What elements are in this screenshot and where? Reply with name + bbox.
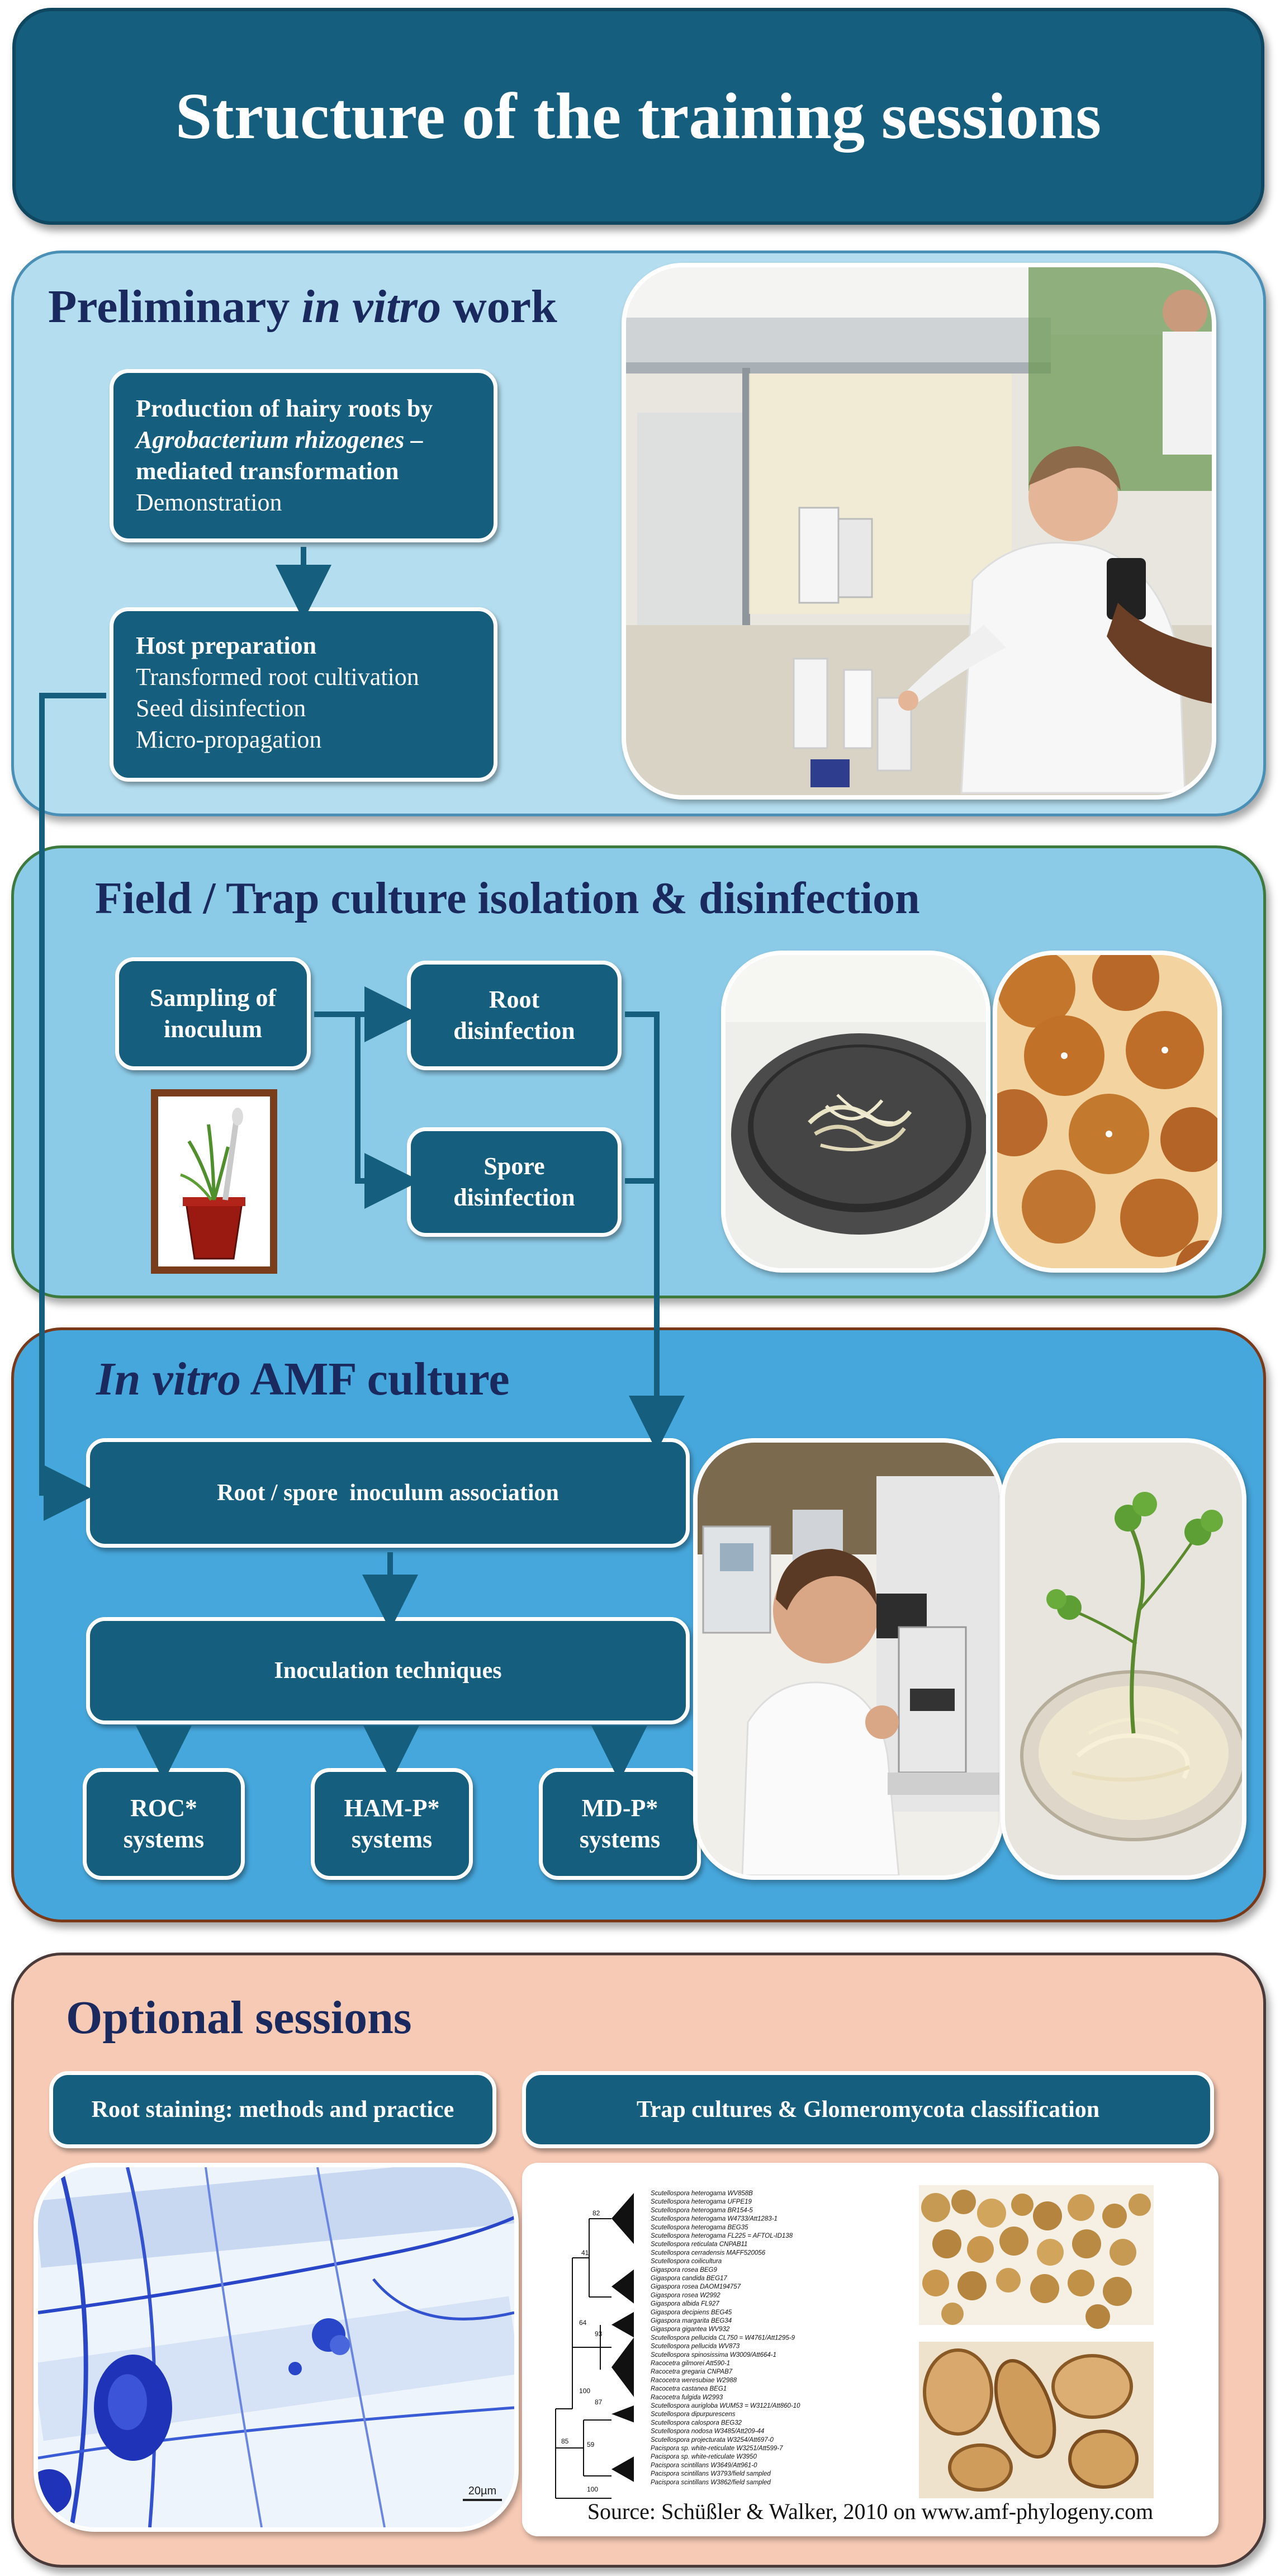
tree-leaf-label: Scutellospora heterogama FL225 = AFTOL-I… xyxy=(651,2233,793,2239)
inoculum-association-box: Root / spore inoculum association xyxy=(86,1438,690,1548)
tree-leaf-label: Racocetra gilmorei Att590-1 xyxy=(651,2360,730,2367)
tree-support-value: 87 xyxy=(595,2398,603,2406)
tree-leaf-label: Scutellospora aurigloba WUM53 = W3121/At… xyxy=(651,2403,800,2409)
tree-leaf-label: Racocetra castanea BEG1 xyxy=(651,2386,727,2393)
root-staining-box: Root staining: methods and practice xyxy=(49,2071,496,2148)
host-preparation-item: Transformed root cultivation xyxy=(136,663,419,691)
tree-leaf-label: Scutellospora coilicultura xyxy=(651,2258,722,2265)
tree-leaf-label: Scutellospora nodosa W3485/Att209-44 xyxy=(651,2428,764,2435)
section-preliminary-title: Preliminary in vitro work xyxy=(48,281,557,333)
tree-leaf-label: Scutellospora calospora BEG32 xyxy=(651,2419,742,2426)
arrow-host-to-association xyxy=(39,693,106,1521)
hairy-roots-line4: Demonstration xyxy=(136,489,282,516)
roots-petri-photo xyxy=(721,951,990,1273)
tree-support-value: 100 xyxy=(587,2485,598,2493)
section-field-title: Field / Trap culture isolation & disinfe… xyxy=(95,874,920,923)
tree-leaf-label: Gigaspora gigantea WV932 xyxy=(651,2326,730,2333)
spore-micrographs xyxy=(919,2185,1154,2498)
tree-support-value: 59 xyxy=(587,2441,595,2449)
tree-leaf-label: Gigaspora rosea W2992 xyxy=(651,2292,720,2299)
tree-leaf-label: Pacispora sp. white-reticulate W3950 xyxy=(651,2454,757,2460)
host-preparation-heading: Host preparation xyxy=(136,632,317,659)
tree-leaf-label: Racocetra fulgida W2993 xyxy=(651,2394,723,2401)
tree-leaf-label: Scutellospora pellucida WV873 xyxy=(651,2343,740,2350)
tree-leaf-label: Scutellospora reticulata CNPAB11 xyxy=(651,2241,747,2248)
tree-support-value: 64 xyxy=(579,2319,587,2327)
arrow-sampling-to-spore xyxy=(314,1012,420,1209)
phylogeny-source: Source: Schüßler & Walker, 2010 on www.a… xyxy=(587,2499,1154,2524)
tree-support-value: 85 xyxy=(561,2437,569,2445)
tree-leaf-label: Scutellospora heterogama W4733/Att1283-1 xyxy=(651,2216,778,2223)
tree-leaf-label: Scutellospora dipurpurescens xyxy=(651,2411,736,2418)
tree-leaf-label: Gigaspora decipiens BEG45 xyxy=(651,2309,732,2316)
phylogeny-panel: Scutellospora heterogama WV858B Scutellos… xyxy=(522,2163,1219,2536)
tree-leaf-label: Racocetra gregaria CNPAB7 xyxy=(651,2369,733,2375)
phylogeny-tree: Scutellospora heterogama WV858B Scutellos… xyxy=(555,2190,800,2499)
sampling-inoculum-box: Sampling of inoculum xyxy=(115,957,311,1070)
md-p-systems-box: MD-P* systems xyxy=(539,1768,701,1880)
host-preparation-item: Micro-propagation xyxy=(136,726,322,753)
host-preparation-box: Host preparation Transformed root cultiv… xyxy=(110,607,497,782)
tree-leaf-label: Pacispora sp. white-reticulate W3251/Att… xyxy=(651,2445,783,2452)
tree-leaf-label: Gigaspora albida FL927 xyxy=(651,2301,719,2308)
scale-bar-line xyxy=(463,2499,502,2501)
tree-leaf-label: Scutellospora cerradensis MAFF520056 xyxy=(651,2249,766,2256)
scale-bar: 20µm xyxy=(463,2485,502,2502)
tree-leaf-label: Scutellospora heterogama BR154-5 xyxy=(651,2207,753,2214)
tree-leaf-label: Scutellospora projecturata W3254/Att697-… xyxy=(651,2437,774,2443)
tree-clade-triangle xyxy=(611,2269,634,2304)
tree-leaf-label: Gigaspora candida BEG17 xyxy=(651,2275,727,2282)
spores-photo xyxy=(993,951,1222,1273)
tree-leaf-label: Scutellospora heterogama BEG35 xyxy=(651,2224,748,2231)
tree-support-value: 100 xyxy=(579,2387,590,2395)
microscope-photo xyxy=(693,1438,1004,1880)
tree-leaf-label: Pacispora scintillans W3862/field sample… xyxy=(651,2479,771,2486)
host-preparation-item: Seed disinfection xyxy=(136,694,306,722)
tree-leaf-label: Scutellospora spinosissima W3009/Att664-… xyxy=(651,2352,776,2358)
seedling-petri-photo xyxy=(1001,1438,1246,1880)
root-disinfection-box: Root disinfection xyxy=(407,961,622,1070)
arrow-root-to-association xyxy=(625,1012,685,1452)
potted-plant-icon xyxy=(151,1089,277,1274)
section-in-vitro-title: In vitro AMF culture xyxy=(96,1353,510,1405)
tree-clade-triangle xyxy=(611,2337,634,2397)
tree-support-value: 82 xyxy=(592,2209,600,2217)
tree-leaf-label: Gigaspora margarita BEG34 xyxy=(651,2318,732,2324)
page-title: Structure of the training sessions xyxy=(175,79,1102,153)
section-optional-title: Optional sessions xyxy=(66,1992,412,2044)
ham-p-systems-box: HAM-P* systems xyxy=(311,1768,473,1880)
tree-clade-triangle xyxy=(611,2456,634,2482)
tree-clade-triangle xyxy=(611,2312,634,2338)
lab-photo xyxy=(622,263,1216,800)
lab-scene xyxy=(626,267,1212,795)
tree-clade-triangle xyxy=(611,2193,634,2244)
stained-root-photo: 20µm xyxy=(34,2163,519,2532)
tree-leaf-label: Scutellospora heterogama WV858B xyxy=(651,2190,753,2197)
hairy-roots-box: Production of hairy roots by Agrobacteri… xyxy=(110,369,497,542)
tree-leaf-label: Scutellospora pellucida CL750 = W4761/At… xyxy=(651,2334,795,2341)
tree-leaf-label: Racocetra weresubiae W2988 xyxy=(651,2377,737,2384)
hairy-roots-line1: Production of hairy roots by xyxy=(136,395,433,422)
hairy-roots-line3: mediated transformation xyxy=(136,457,399,485)
tree-leaf-label: Gigaspora rosea DAOM194757 xyxy=(651,2284,741,2290)
tree-leaf-label: Pacispora scintillans W3649/Att961-0 xyxy=(651,2462,757,2469)
tree-support-value: 93 xyxy=(595,2330,603,2338)
tree-leaf-label: Scutellospora heterogama UFPE19 xyxy=(651,2199,752,2205)
tree-clade-triangle xyxy=(611,2405,634,2423)
trap-cultures-box: Trap cultures & Glomeromycota classifica… xyxy=(522,2071,1214,2148)
tree-support-value: 41 xyxy=(581,2249,589,2257)
spore-disinfection-box: Spore disinfection xyxy=(407,1127,622,1237)
header-banner: Structure of the training sessions xyxy=(12,8,1264,225)
tree-leaf-label: Gigaspora rosea BEG9 xyxy=(651,2267,718,2274)
tree-leaf-label: Pacispora scintillans W3793/field sample… xyxy=(651,2471,771,2478)
hairy-roots-line2: Agrobacterium rhizogenes – xyxy=(136,426,423,453)
